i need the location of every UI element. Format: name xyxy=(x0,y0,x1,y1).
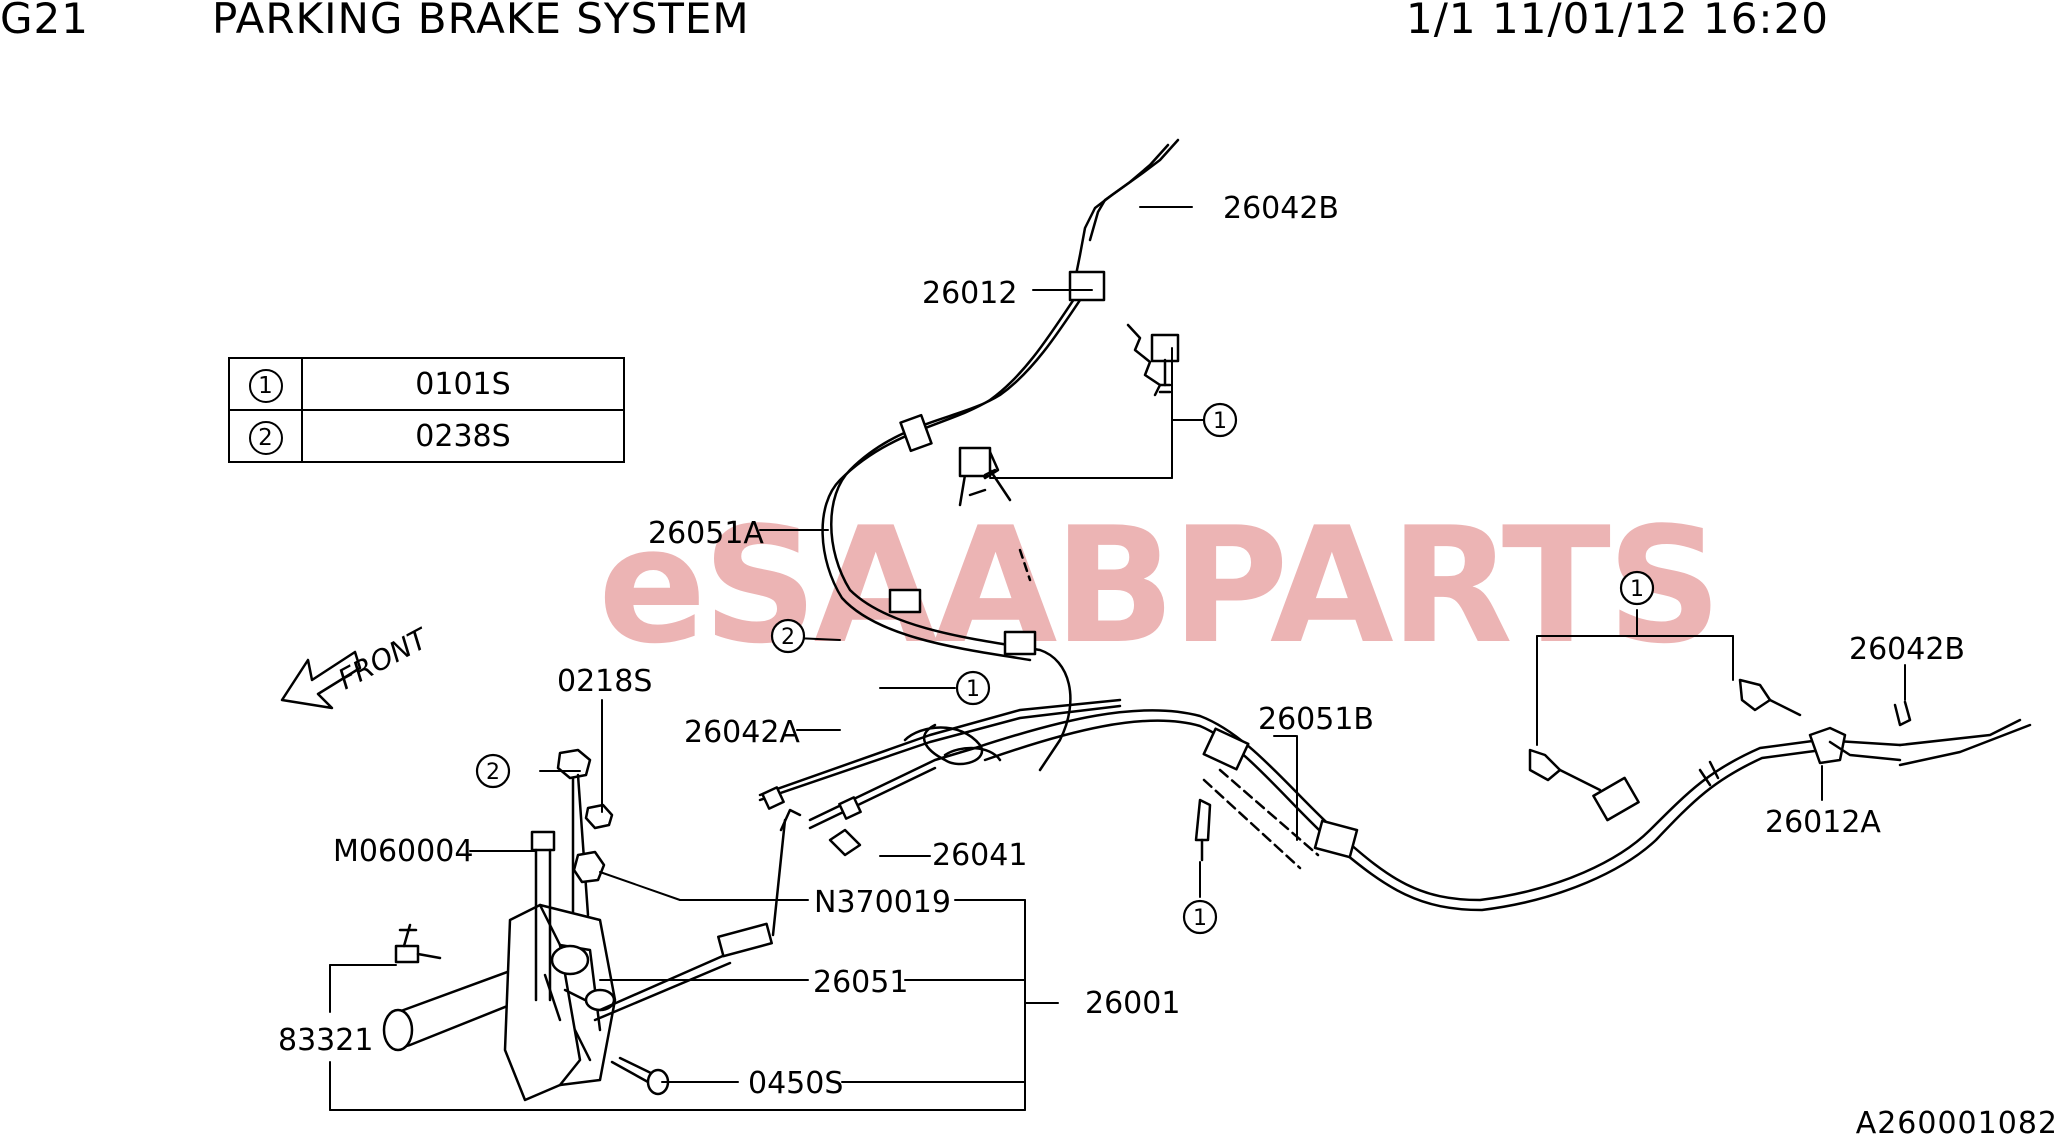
front-arrow: FRONT xyxy=(280,621,435,710)
bolts-right xyxy=(1194,678,1912,862)
cable-26051B-drawing xyxy=(973,709,2032,912)
callout-2-icon: 2 xyxy=(486,760,500,785)
diagram-title: PARKING BRAKE SYSTEM xyxy=(212,0,750,43)
timestamp: 11/01/12 16:20 xyxy=(1492,0,1830,43)
label-26042A: 26042A xyxy=(684,715,800,750)
page-number: 1/1 xyxy=(1406,0,1477,43)
legend-row: 2 0238S xyxy=(228,409,625,463)
label-26012A: 26012A xyxy=(1765,805,1881,840)
callout-1-icon: 1 xyxy=(1630,577,1644,602)
legend-table: 1 0101S 2 0238S xyxy=(228,357,625,463)
cable-26051-drawing xyxy=(758,698,1122,857)
label-M060004: M060004 xyxy=(333,834,473,869)
label-83321: 83321 xyxy=(278,1023,373,1058)
callout-symbol: 2 xyxy=(248,420,283,455)
callouts xyxy=(475,402,1655,935)
bolt-middle xyxy=(958,446,997,478)
callout-symbol: 1 xyxy=(248,368,283,403)
label-26012: 26012 xyxy=(922,276,1017,311)
callout-1-icon: 1 xyxy=(966,677,980,702)
leader-lines xyxy=(329,206,1906,1111)
figure-id: A260001082 xyxy=(1855,1106,2058,1141)
label-26042B-right: 26042B xyxy=(1849,632,1965,667)
label-26041: 26041 xyxy=(932,838,1027,873)
label-0218S: 0218S xyxy=(557,664,652,699)
watermark-esaab: eSAAB xyxy=(598,492,1175,679)
label-26051B: 26051B xyxy=(1258,702,1374,737)
cable-26051A-drawing xyxy=(821,138,1180,772)
label-0450S: 0450S xyxy=(748,1066,843,1101)
label-26051: 26051 xyxy=(813,965,908,1000)
label-N370019: N370019 xyxy=(814,885,951,920)
legend-part-number: 0101S xyxy=(301,357,625,411)
parking-brake-lever-drawing xyxy=(382,808,802,1102)
label-26051A: 26051A xyxy=(648,516,764,551)
bolt-upper-26012 xyxy=(1150,333,1180,394)
label-26001: 26001 xyxy=(1085,986,1180,1021)
front-label: FRONT xyxy=(333,621,435,696)
legend-row: 1 0101S xyxy=(228,357,625,411)
switch-83321-drawing xyxy=(394,923,442,964)
diagram-code: G21 xyxy=(0,0,89,43)
callout-1-icon: 1 xyxy=(1193,906,1207,931)
label-26042B-top: 26042B xyxy=(1223,191,1339,226)
callout-1-icon: 1 xyxy=(1213,409,1227,434)
legend-part-number: 0238S xyxy=(301,409,625,463)
callout-2-icon: 2 xyxy=(781,625,795,650)
